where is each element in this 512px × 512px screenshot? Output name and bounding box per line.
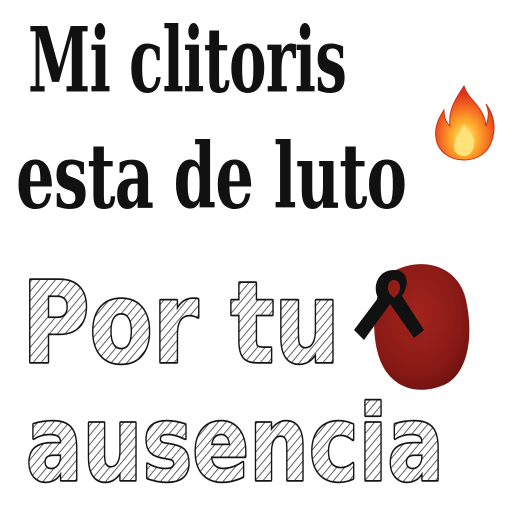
black-mourning-ribbon-icon — [354, 270, 424, 340]
sketch-line-1: Por tu — [22, 259, 340, 389]
headline-line-2: esta de luto — [16, 123, 407, 229]
fire-icon — [435, 84, 495, 161]
sketch-line-2: ausencia — [26, 383, 444, 505]
headline-line-1: Mi clitoris — [28, 7, 347, 113]
